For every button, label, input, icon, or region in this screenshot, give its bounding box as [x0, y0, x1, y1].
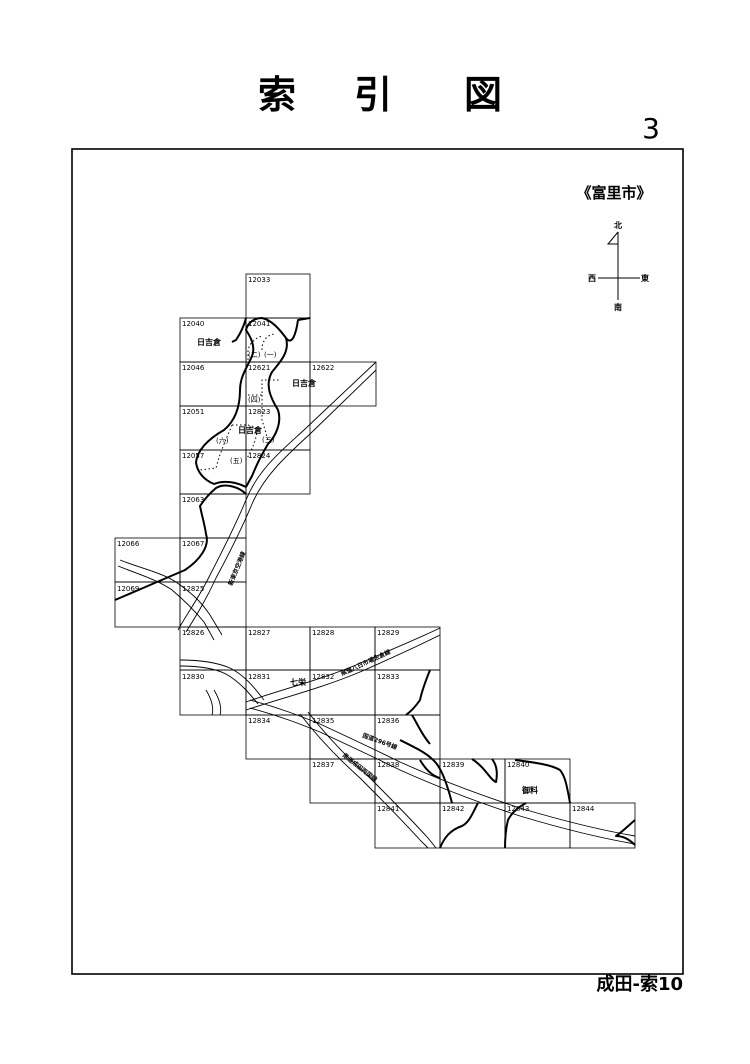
sheet-grid: [114, 273, 636, 849]
page-title: 索 引 図: [0, 70, 750, 120]
place-label: 日吉倉: [292, 378, 317, 388]
sheet-label: 12823: [248, 408, 270, 416]
sheet-label: 12051: [182, 408, 204, 416]
sheet-label: 12842: [442, 805, 464, 813]
sheet-labels: 12033 12040 12041 12046 12621 12622 1205…: [117, 276, 595, 813]
district-lines: [199, 333, 280, 471]
sheet-label: 12834: [248, 717, 271, 725]
sheet-label: 12826: [182, 629, 205, 637]
sheet-label: 12837: [312, 761, 334, 769]
sheet-label: 12829: [377, 629, 399, 637]
sheet-label: 12828: [312, 629, 334, 637]
place-label: 七栄: [290, 677, 307, 687]
sheet-label: 12067: [182, 540, 204, 548]
sheet-label: 12830: [182, 673, 204, 681]
page-footer: 成田-索10: [596, 974, 683, 995]
district-label: (三): [262, 436, 275, 444]
compass-north: 北: [614, 220, 622, 230]
sheet-label: 12622: [312, 364, 334, 372]
city-boundary: [114, 317, 636, 849]
road-label: 新東京空港線: [226, 550, 247, 586]
sheet-label: 12835: [312, 717, 334, 725]
road-label: 県道成田両国線: [341, 751, 379, 783]
sheet-label: 12839: [442, 761, 464, 769]
place-label: 日吉倉: [238, 425, 263, 435]
place-labels: 日吉倉 日吉倉 日吉倉 七栄 御料: [197, 337, 538, 795]
sheet-label: 12621: [248, 364, 270, 372]
sheet-label: 12063: [182, 496, 204, 504]
district-label: (一): [264, 351, 277, 359]
sheet-label: 12831: [248, 673, 270, 681]
sheet-label: 12836: [377, 717, 400, 725]
compass-south: 南: [614, 302, 622, 312]
sheet-label: 12841: [377, 805, 399, 813]
sheet-label: 12838: [377, 761, 399, 769]
page-number: 3: [642, 112, 660, 145]
compass-east: 東: [641, 273, 649, 283]
title-char-1: 索: [258, 73, 297, 117]
sheet-label: 12033: [248, 276, 270, 284]
district-labels: (一) (二) (三) (四) (五) (六): [216, 351, 277, 465]
title-char-3: 図: [464, 73, 503, 117]
district-label: (五): [230, 457, 243, 465]
city-label: 《富里市》: [576, 184, 651, 202]
sheet-label: 12825: [182, 585, 204, 593]
sheet-label: 12066: [117, 540, 140, 548]
district-label: (六): [216, 436, 229, 445]
sheet-label: 12040: [182, 320, 204, 328]
place-label: 御料: [521, 785, 538, 795]
map-frame: [71, 148, 684, 975]
district-label: (四): [248, 396, 261, 404]
place-label: 日吉倉: [197, 337, 222, 347]
road-label: 国道296号線: [361, 731, 398, 751]
sheet-label: 12840: [507, 761, 529, 769]
sheet-label: 12824: [248, 452, 271, 460]
district-label: (二): [248, 351, 261, 359]
compass: 北 南 東 西: [588, 220, 649, 312]
compass-west: 西: [588, 274, 596, 283]
sheet-label: 12041: [248, 320, 270, 328]
sheet-label: 12069: [117, 585, 139, 593]
sheet-label: 12844: [572, 805, 595, 813]
sheet-label: 12057: [182, 452, 204, 460]
sheet-label: 12046: [182, 364, 205, 372]
road-lines: [117, 361, 636, 849]
sheet-label: 12827: [248, 629, 270, 637]
sheet-label: 12833: [377, 673, 399, 681]
title-char-2: 引: [354, 73, 393, 117]
north-arrow-icon: [606, 231, 619, 245]
